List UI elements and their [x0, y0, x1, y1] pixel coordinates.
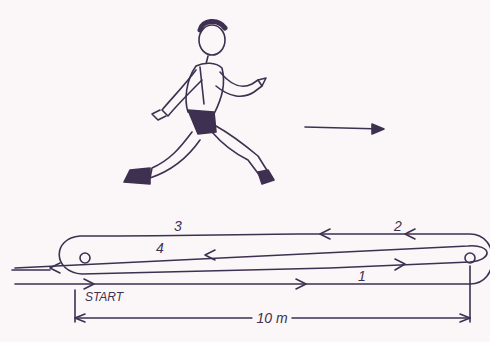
course-path: [15, 234, 490, 284]
marker: [80, 253, 90, 263]
callout-number: 3: [170, 219, 186, 233]
start-label: START: [85, 291, 123, 303]
direction-arrow: [305, 127, 382, 129]
callout-number: 1: [354, 269, 370, 283]
callout-number: 2: [390, 219, 406, 233]
runner-figure: [124, 21, 274, 184]
callout-number: 4: [152, 241, 168, 255]
start-line: [12, 269, 50, 271]
arrow-head: [296, 279, 306, 289]
dimension-label: 10 m: [252, 311, 291, 325]
